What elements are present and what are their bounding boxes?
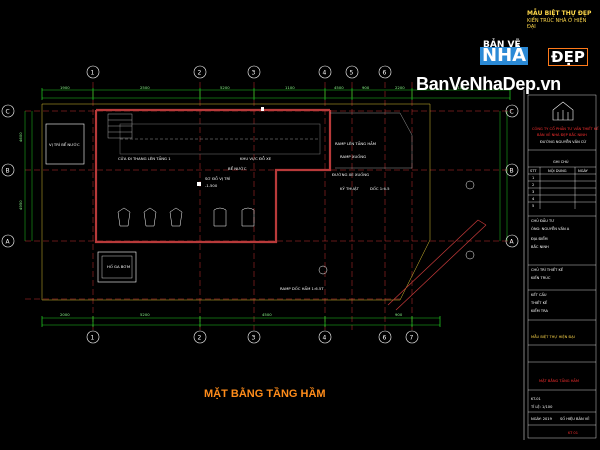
drawing-title: MẶT BẰNG TẦNG HẦM [204,388,326,400]
dim-top-4: 1100 [285,85,295,90]
axis-col-3: 3 [252,70,256,77]
tb-rev-row-4: 4 [532,197,535,201]
vehicle-symbols [117,207,255,227]
tb-project: MẪU BIỆT THỰ HIỆN ĐẠI [531,334,575,339]
banvenhadep-logo: MẪU BIỆT THỰ ĐẸP KIẾN TRÚC NHÀ Ở HIỆN ĐẠ… [475,10,595,68]
tb-notes-title: GHI CHÚ [553,159,569,164]
axis-row-a: A [6,239,11,246]
label-ramp-down: RAMP XUỐNG [340,154,366,159]
tb-location: BẮC NINH [531,244,549,249]
label-pump-pit: HỐ GA BƠM [107,264,130,269]
tb-rev-row-3: 3 [532,190,534,194]
tb-sheet-num: KT 01 [568,431,578,435]
logo-dep: ĐẸP [548,48,588,66]
dim-left-2: 4950 [18,200,23,210]
logo-line1: MẪU BIỆT THỰ ĐẸP [527,10,592,17]
dim-bottom-3: 4500 [262,312,272,317]
axis-row-b-right: B [510,168,514,175]
axis-col-2-bottom: 2 [198,335,202,342]
tb-designer: THIẾT KẾ [530,299,548,305]
axis-col-4-bottom: 4 [323,335,327,342]
axis-col-7-bottom: 7 [410,335,414,342]
tb-owner-label: CHỦ ĐẦU TƯ [531,218,554,223]
axis-bubbles-top [1,65,519,344]
tb-sheet-no: SỐ HIỆU BẢN VẼ [560,416,590,421]
dim-top-3: 5200 [220,85,230,90]
pump-pit-inner [101,255,133,279]
dim-left-1: 4600 [18,132,23,142]
basement-walls [94,108,332,244]
dim-top-5: 4500 [334,85,344,90]
logo-ban-ve: BẢN VẼ [483,40,521,50]
pump-pit-box [97,251,137,283]
level-markers [318,180,475,275]
tb-date: NGÀY: 2019 [531,416,553,421]
tb-rev-row-5: 5 [532,204,534,208]
dim-bottom-1: 2000 [60,312,70,317]
label-ramp-slope: ĐƯỜNG XE XUỐNG [332,172,369,177]
tb-scale: TỈ LỆ: 1/100 [530,404,553,409]
dim-top-8: 3100 [455,85,465,90]
dim-bottom-4: 900 [395,312,403,317]
company-logo-icon [552,101,574,121]
axis-col-4: 4 [323,70,327,77]
tb-location-label: ĐỊA ĐIỂM [531,236,548,241]
tb-structure: KẾT CẤU [531,291,547,297]
axis-col-5: 5 [350,70,354,77]
axis-col-1: 1 [91,70,95,77]
label-stair-door: CỬA ĐI THANG LÊN TẦNG 1 [118,156,171,161]
axis-row-b: B [6,168,10,175]
tb-company-line2: BẢN VẼ NHÀ ĐẸP BẮC NINH [537,132,587,137]
axis-col-1-bottom: 1 [91,335,95,342]
label-tech: KỸ THUẬT [340,186,360,191]
dim-bottom-2: 5200 [140,312,150,317]
axis-col-3-bottom: 3 [252,335,256,342]
dim-top-1: 1900 [60,85,70,90]
water-tank-box [45,123,85,165]
dim-top-6: 900 [362,85,370,90]
tb-rev-header-date: NGÀY [578,168,589,173]
label-level: -1.500 [205,183,218,188]
tb-rev-header-content: NỘI DUNG [548,168,567,173]
dim-top-7: 2200 [395,85,405,90]
tb-checker: KIỂM TRA [531,308,548,313]
ramp-lane [119,112,413,169]
dimension-ticks [41,88,511,327]
label-water-tank: BỂ NƯỚC [228,166,247,171]
tb-owner: ÔNG: NGUYỄN VĂN A [531,226,570,231]
axis-row-c: C [6,109,10,116]
tb-sheet-code: KT-01 [531,397,541,401]
stair [107,113,133,139]
axis-row-c-right: C [510,109,514,116]
label-slope-note: DỐC 1:6.5 [370,186,390,191]
label-water-tank-position: VỊ TRÍ BỂ NƯỚC [49,142,80,147]
site-boundary [41,103,431,301]
axis-row-a-right: A [510,239,515,246]
label-parking: KHU VỰC ĐỖ XE [240,156,272,161]
tb-rev-row-1: 1 [532,176,534,180]
tb-company-line1: CÔNG TY CỔ PHẦN TƯ VẤN THIẾT KẾ [532,125,599,131]
label-sec: SƠ ĐỒ VỊ TRÍ [205,176,230,181]
label-ramp-in: RAMP LÊN TẦNG HẦM [335,141,376,146]
dimension-lines [24,89,510,326]
tb-address: ĐƯỜNG NGUYỄN VĂN CỪ [540,139,587,144]
axis-col-2: 2 [198,70,202,77]
tb-lead-designer: CHỦ TRÌ THIẾT KẾ [531,266,564,272]
entrance-ramp [387,219,487,311]
logo-nha: NHÀ [480,45,529,66]
columns [197,107,264,186]
tb-sheet-title: MẶT BẰNG TẦNG HẦM [539,378,579,383]
tb-architecture: KIẾN TRÚC [531,274,551,280]
axis-col-6-bottom: 6 [383,335,387,342]
dim-top-2: 2500 [140,85,150,90]
label-bottom-ramp: RAMP DỐC HẦM 1:6.5T [280,286,324,291]
logo-line2: KIẾN TRÚC NHÀ Ở HIỆN ĐẠI [527,18,587,30]
title-block [527,94,597,439]
axis-col-6: 6 [383,70,387,77]
tb-rev-row-2: 2 [532,183,534,187]
site-watermark: BanVeNhaDep.vn [416,74,561,94]
tb-rev-header-stt: STT [530,169,537,173]
